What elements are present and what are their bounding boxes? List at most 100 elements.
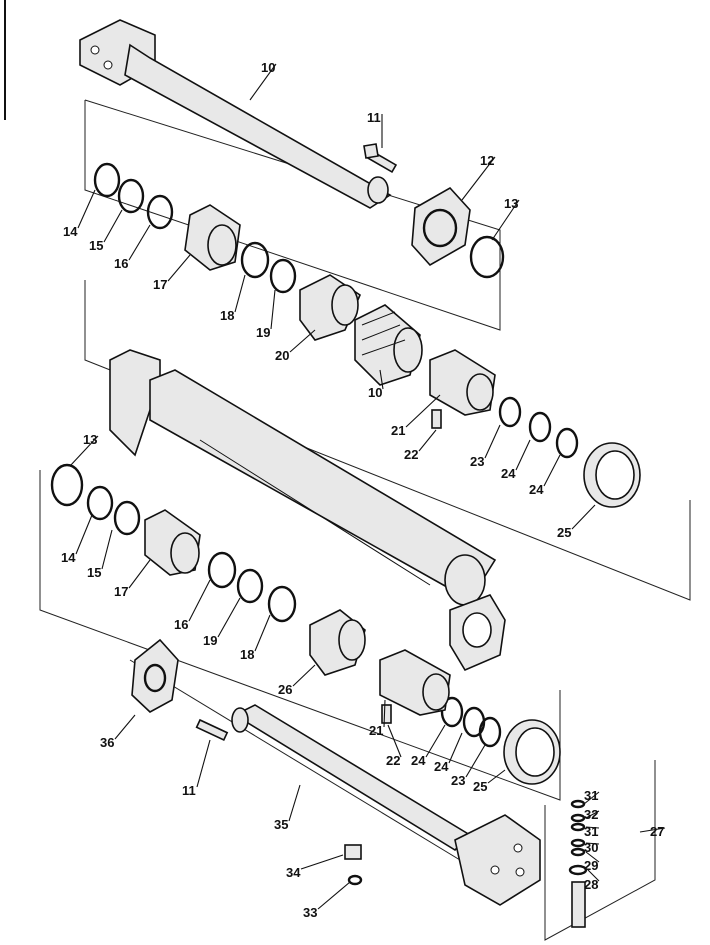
callout-label-15: 15 xyxy=(87,565,101,580)
leader-line xyxy=(167,254,191,282)
leader-line xyxy=(585,810,600,819)
leader-line xyxy=(75,514,93,555)
callout-label-26: 26 xyxy=(278,682,292,697)
leader-line xyxy=(77,189,96,229)
leader-line xyxy=(491,199,520,241)
callout-label-31: 31 xyxy=(584,788,598,803)
leader-line xyxy=(292,664,316,687)
leader-line xyxy=(288,784,301,822)
gland xyxy=(184,204,241,271)
callout-label-25: 25 xyxy=(473,779,487,794)
callout-label-31: 31 xyxy=(584,824,598,839)
callout-label-10: 10 xyxy=(368,385,382,400)
o-ring xyxy=(469,235,505,279)
lower-bolt xyxy=(195,718,229,741)
leader-line xyxy=(387,724,402,758)
callout-label-11: 11 xyxy=(182,783,196,798)
leader-line xyxy=(103,209,123,243)
lower-seal-rings xyxy=(50,463,502,748)
leader-line xyxy=(300,854,344,870)
leader-line xyxy=(484,424,501,459)
leader-line xyxy=(217,597,241,638)
callout-label-18: 18 xyxy=(220,308,234,323)
leader-line xyxy=(270,289,276,330)
callout-label-13: 13 xyxy=(83,432,97,447)
callout-label-16: 16 xyxy=(174,617,188,632)
leader-line xyxy=(587,869,600,882)
leader-line xyxy=(425,724,446,758)
callout-label-29: 29 xyxy=(584,858,598,873)
leader-line xyxy=(234,274,246,313)
upper-cylinder-tube xyxy=(79,19,392,209)
callout-label-14: 14 xyxy=(63,224,78,239)
callout-label-25: 25 xyxy=(557,525,571,540)
callout-label-23: 23 xyxy=(451,773,465,788)
leader-line xyxy=(448,732,463,764)
leader-line xyxy=(461,156,496,201)
leader-line xyxy=(585,851,600,863)
lower-flange xyxy=(131,638,179,713)
leader-line xyxy=(128,559,151,589)
leader-line xyxy=(196,739,211,788)
upper-seal-rings xyxy=(93,162,579,459)
callout-label-21: 21 xyxy=(369,723,383,738)
callout-label-22: 22 xyxy=(404,447,418,462)
washer xyxy=(347,874,363,886)
mounting-flange xyxy=(411,186,471,267)
callout-label-24: 24 xyxy=(411,753,426,768)
callout-label-16: 16 xyxy=(114,256,128,271)
lower-set-screw xyxy=(381,704,392,724)
leader-line xyxy=(418,429,437,452)
bolt xyxy=(363,143,398,174)
leader-line xyxy=(289,329,316,353)
leader-line xyxy=(465,744,486,778)
callout-label-33: 33 xyxy=(303,905,317,920)
piston xyxy=(354,304,423,386)
callout-label-23: 23 xyxy=(470,454,484,469)
callout-label-24: 24 xyxy=(434,759,449,774)
callout-label-14: 14 xyxy=(61,550,76,565)
leader-line xyxy=(543,454,561,487)
leader-line xyxy=(101,529,113,570)
callout-label-17: 17 xyxy=(153,277,167,292)
callout-label-12: 12 xyxy=(480,153,494,168)
callout-label-17: 17 xyxy=(114,584,128,599)
leader-line xyxy=(379,369,384,390)
fitting-kit xyxy=(568,799,588,928)
set-screw xyxy=(431,409,442,429)
callout-label-24: 24 xyxy=(529,482,544,497)
leader-line xyxy=(317,881,351,910)
plug xyxy=(344,844,362,860)
leader-line xyxy=(383,699,386,728)
leader-line xyxy=(254,614,271,652)
leader-line xyxy=(405,394,441,428)
callout-label-11: 11 xyxy=(367,110,381,125)
leader-line xyxy=(114,714,136,740)
callout-label-15: 15 xyxy=(89,238,103,253)
leader-line xyxy=(69,435,99,467)
leader-line xyxy=(487,769,506,784)
callout-label-28: 28 xyxy=(584,877,598,892)
callout-label-19: 19 xyxy=(256,325,270,340)
leader-line xyxy=(571,504,596,530)
callout-label-21: 21 xyxy=(391,423,405,438)
callout-label-36: 36 xyxy=(100,735,114,750)
callout-label-18: 18 xyxy=(240,647,254,662)
leader-line xyxy=(583,791,600,805)
callout-label-22: 22 xyxy=(386,753,400,768)
callout-label-19: 19 xyxy=(203,633,217,648)
callout-label-30: 30 xyxy=(584,840,598,855)
callout-label-20: 20 xyxy=(275,348,289,363)
callout-label-24: 24 xyxy=(501,466,516,481)
callout-label-34: 34 xyxy=(286,865,301,880)
leader-line xyxy=(188,579,211,622)
leader-line xyxy=(515,439,531,471)
leader-line xyxy=(585,826,600,829)
callout-label-13: 13 xyxy=(504,196,518,211)
leader-line xyxy=(585,842,600,845)
piston-rod xyxy=(231,704,541,906)
cylinder-barrel xyxy=(109,349,506,672)
